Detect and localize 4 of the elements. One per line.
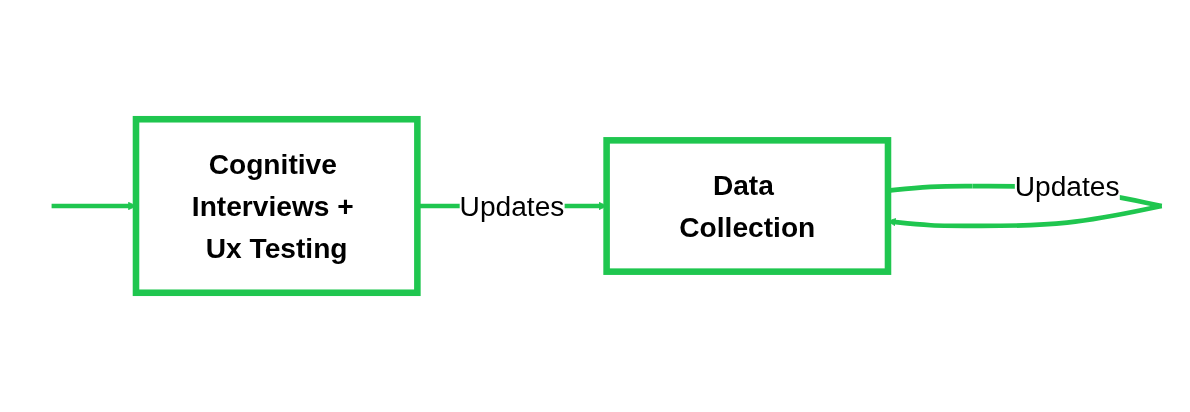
node-box: Data Collection bbox=[603, 137, 892, 275]
edge-label: Updates bbox=[459, 190, 565, 222]
edge-label: Updates bbox=[1014, 170, 1120, 202]
node-box: Cognitive Interviews + Ux Testing bbox=[132, 115, 421, 297]
